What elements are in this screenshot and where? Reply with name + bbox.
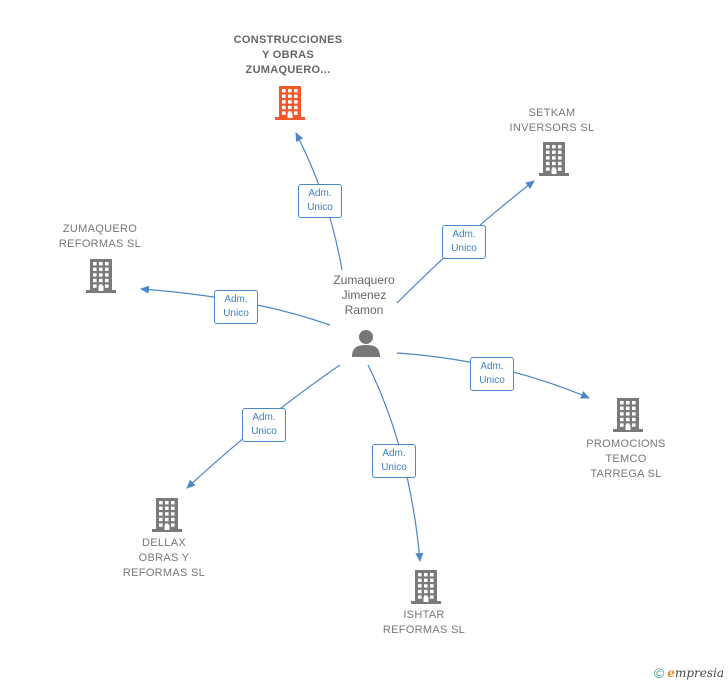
edge-label-construcciones[interactable]: Adm. Unico bbox=[298, 184, 342, 218]
building-icon bbox=[411, 570, 441, 604]
copyright-symbol: © bbox=[653, 665, 665, 681]
company-label-construcciones: CONSTRUCCIONES Y OBRAS ZUMAQUERO... bbox=[233, 34, 343, 76]
brand-logo: empresia bbox=[667, 666, 724, 680]
center-person-label[interactable]: Zumaquero Jimenez Ramon bbox=[333, 273, 395, 317]
company-label-promocions: PROMOCIONS TEMCO TARREGA SL bbox=[586, 438, 666, 480]
edge-label-dellax[interactable]: Adm. Unico bbox=[242, 408, 286, 442]
company-label-zumaquero-reformas: ZUMAQUERO REFORMAS SL bbox=[58, 223, 142, 250]
building-icon bbox=[152, 498, 182, 532]
company-label-ishtar: ISHTAR REFORMAS SL bbox=[382, 609, 466, 636]
building-icon bbox=[275, 86, 305, 120]
footer-credit: © empresia bbox=[654, 665, 724, 681]
company-label-setkam: SETKAM INVERSORS SL bbox=[509, 107, 595, 134]
company-label-dellax: DELLAX OBRAS Y REFORMAS SL bbox=[122, 537, 206, 579]
building-icon bbox=[539, 142, 569, 176]
edge-label-setkam[interactable]: Adm. Unico bbox=[442, 225, 486, 259]
building-icon bbox=[86, 259, 116, 293]
building-icon bbox=[613, 398, 643, 432]
edge-label-zumaquero-reformas[interactable]: Adm. Unico bbox=[214, 290, 258, 324]
person-icon[interactable] bbox=[350, 328, 382, 358]
edge-label-ishtar[interactable]: Adm. Unico bbox=[372, 444, 416, 478]
edge-label-promocions[interactable]: Adm. Unico bbox=[470, 357, 514, 391]
